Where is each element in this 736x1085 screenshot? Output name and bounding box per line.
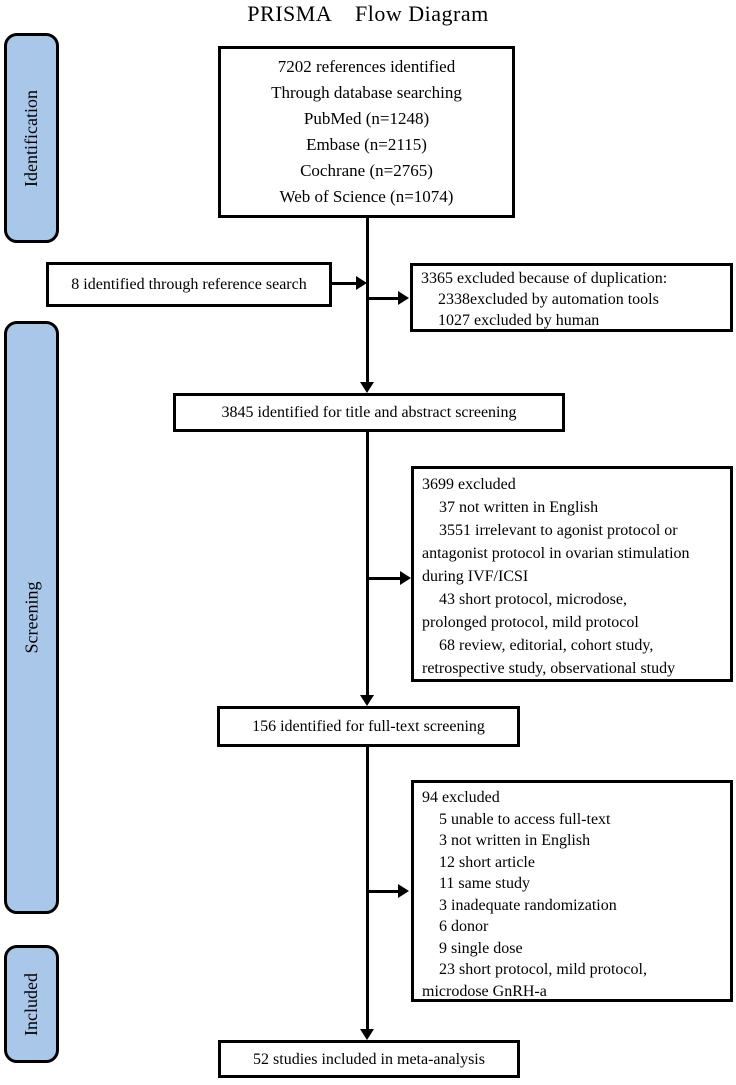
duplication-excluded-line: 2338excluded by automation tools [438,291,659,308]
screening-excluded-line: 37 not written in English [439,499,599,516]
connector-refsearch-to-mainline [332,282,357,285]
connector-titleabstract-to-fulltext [366,432,369,695]
screening-excluded-line: 3699 excluded [422,476,516,493]
references-identified-line: 7202 references identified [277,57,456,76]
arrowhead-right-fulltext-excluded [398,884,409,898]
screening-excluded-line: 43 short protocol, microdose, [439,591,627,608]
arrowhead-down-fulltext [360,695,374,706]
screening-excluded-line: antagonist protocol in ovarian stimulati… [422,545,690,562]
stage-pill-screening: Screening [4,321,59,914]
box-title-abstract-screening: 3845 identified for title and abstract s… [173,393,565,432]
box-duplication-excluded: 3365 excluded because of duplication: 23… [410,263,733,332]
arrowhead-down-included [360,1029,374,1040]
reference-search-text: 8 identified through reference search [71,276,307,293]
included-meta-analysis-text: 52 studies included in meta-analysis [253,1050,485,1068]
box-screening-excluded: 3699 excluded 37 not written in English … [411,466,733,682]
references-identified-line: Embase (n=2115) [306,135,427,154]
box-fulltext-excluded: 94 excluded 5 unable to access full-text… [411,780,733,1002]
stage-label-included: Included [21,972,42,1036]
references-identified-line: Cochrane (n=2765) [300,161,433,180]
box-fulltext-screening: 156 identified for full-text screening [217,706,520,747]
stage-label-identification: Identification [21,89,41,187]
fulltext-excluded-line: 3 inadequate randomization [439,896,617,914]
screening-excluded-line: 3551 irrelevant to agonist protocol or [439,522,678,539]
screening-excluded-line: during IVF/ICSI [422,568,529,585]
fulltext-excluded-line: 9 single dose [439,939,523,957]
stage-pill-identification: Identification [4,33,59,243]
box-reference-search: 8 identified through reference search [46,262,332,307]
fulltext-excluded-line: microdose GnRH-a [422,982,547,1000]
diagram-title: PRISMA Flow Diagram [247,1,489,26]
screening-excluded-line: 68 review, editorial, cohort study, [439,637,654,654]
connector-mainline-to-duplication [368,297,399,300]
box-included-meta-analysis: 52 studies included in meta-analysis [218,1040,520,1078]
stage-label-screening: Screening [21,581,42,654]
title-abstract-screening-text: 3845 identified for title and abstract s… [221,404,517,421]
arrowhead-down-titleabstract [360,382,374,393]
arrowhead-right-duplication [398,291,409,305]
duplication-excluded-line: 3365 excluded because of duplication: [421,270,668,287]
duplication-excluded-line: 1027 excluded by human [438,312,600,329]
arrowhead-right-mainline [356,276,367,290]
stage-pill-included: Included [4,945,59,1063]
connector-mainline-to-screening-excluded [368,577,400,580]
references-identified-line: PubMed (n=1248) [303,109,430,128]
references-identified-line: Web of Science (n=1074) [279,187,454,206]
fulltext-excluded-line: 94 excluded [422,789,500,806]
fulltext-excluded-line: 6 donor [439,918,489,935]
connector-fulltext-to-included [366,747,369,1029]
references-identified-line: Through database searching [271,83,462,102]
connector-identified-to-titleabstract [366,218,369,383]
arrowhead-right-screening-excluded [400,571,411,585]
screening-excluded-line: prolonged protocol, mild protocol [422,614,639,631]
screening-excluded-line: retrospective study, observational study [422,660,676,677]
fulltext-excluded-line: 12 short article [439,853,535,871]
box-references-identified: 7202 references identified Through datab… [218,46,515,218]
fulltext-excluded-line: 11 same study [439,875,530,892]
fulltext-excluded-line: 3 not written in English [439,832,591,849]
connector-mainline-to-fulltext-excluded [368,890,399,893]
fulltext-excluded-line: 5 unable to access full-text [439,810,611,828]
fulltext-excluded-line: 23 short protocol, mild protocol, [439,961,647,978]
fulltext-screening-text: 156 identified for full-text screening [252,718,485,735]
